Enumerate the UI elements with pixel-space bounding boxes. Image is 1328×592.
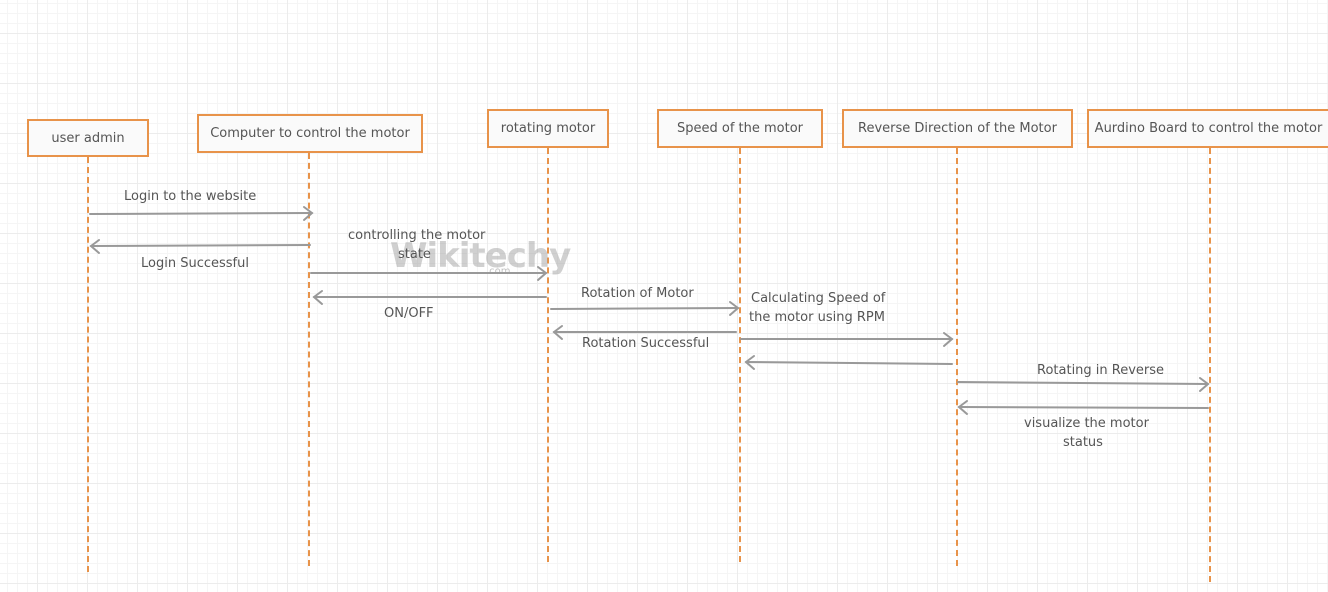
arrow-calc-speed[interactable] xyxy=(740,332,954,347)
label-login-response: Login Successful xyxy=(141,256,249,271)
actor-computer[interactable]: Computer to control the motor xyxy=(197,114,423,153)
arrow-login-request[interactable] xyxy=(89,206,314,221)
arrow-visualize-status[interactable] xyxy=(957,400,1209,415)
arrow-rotate-reverse[interactable] xyxy=(957,377,1210,392)
lifeline-reverse-direction xyxy=(956,148,958,566)
lifeline-arduino-board xyxy=(1209,148,1211,582)
label-visualize-status-1: visualize the motor xyxy=(1024,416,1149,431)
watermark-sub: .com xyxy=(486,266,511,277)
actor-label: user admin xyxy=(51,130,125,146)
arrow-on-off[interactable] xyxy=(312,290,547,305)
arrow-speed-return[interactable] xyxy=(744,355,953,370)
lifeline-user-admin xyxy=(87,157,89,572)
arrow-login-response[interactable] xyxy=(89,239,311,254)
actor-label: Reverse Direction of the Motor xyxy=(858,121,1057,136)
actor-label: Aurdino Board to control the motor xyxy=(1094,121,1323,136)
actor-rotating-motor[interactable]: rotating motor xyxy=(487,109,609,148)
label-on-off: ON/OFF xyxy=(384,306,434,321)
arrow-rotation-success[interactable] xyxy=(552,325,737,340)
arrow-control-state[interactable] xyxy=(310,266,548,281)
actor-user-admin[interactable]: user admin xyxy=(27,119,149,157)
actor-label: Speed of the motor xyxy=(676,121,804,136)
label-visualize-status-2: status xyxy=(1063,435,1103,450)
label-control-state-2: state xyxy=(398,247,431,262)
label-login-request: Login to the website xyxy=(124,189,257,204)
actor-arduino-board[interactable]: Aurdino Board to control the motor xyxy=(1087,109,1328,148)
label-rotation: Rotation of Motor xyxy=(581,286,694,301)
label-calc-speed-2: the motor using RPM xyxy=(749,310,885,325)
lifeline-rotating-motor xyxy=(547,148,549,562)
actor-speed-of-motor[interactable]: Speed of the motor xyxy=(657,109,823,148)
actor-label: Computer to control the motor xyxy=(210,126,410,141)
label-rotation-success: Rotation Successful xyxy=(582,336,710,351)
lifeline-computer xyxy=(308,153,310,566)
actor-reverse-direction[interactable]: Reverse Direction of the Motor xyxy=(842,109,1073,148)
label-rotate-reverse: Rotating in Reverse xyxy=(1037,363,1165,378)
label-control-state-1: controlling the motor xyxy=(348,228,486,243)
arrow-rotation[interactable] xyxy=(550,301,740,316)
actor-label: rotating motor xyxy=(500,121,596,136)
lifeline-speed-of-motor xyxy=(739,148,741,562)
label-calc-speed-1: Calculating Speed of xyxy=(751,291,886,306)
